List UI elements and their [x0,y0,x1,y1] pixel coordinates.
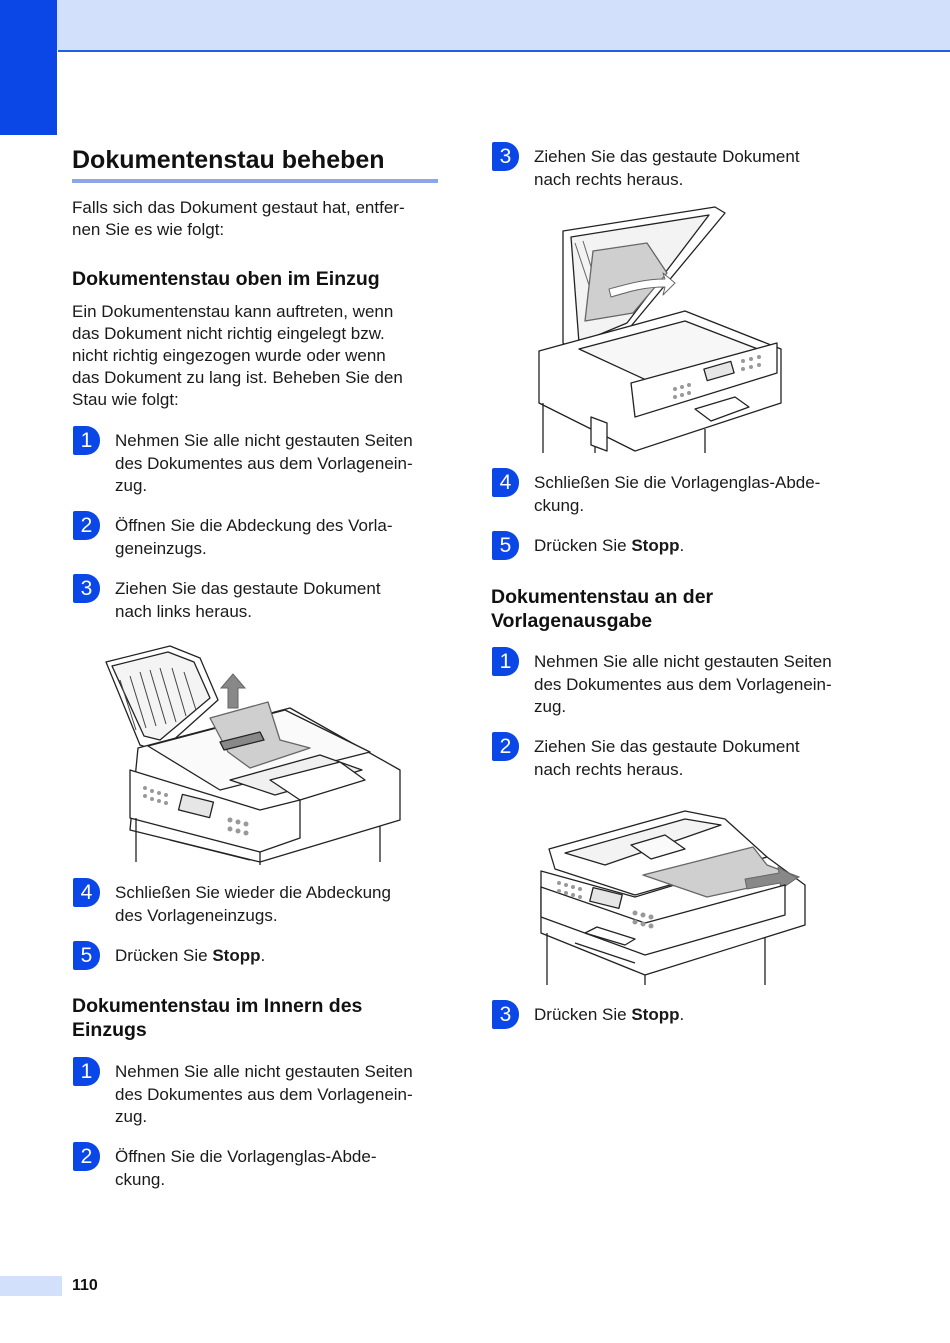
step-badge: 4 [492,468,519,497]
step-badge: 1 [492,647,519,676]
header-band [0,0,950,50]
illustration-adf-open-jam [105,645,401,865]
step-text: Drücken Sie Stopp. [534,1005,685,1024]
step-badge: 3 [492,1000,519,1029]
step-badge: 3 [73,574,100,603]
step-text: Drücken Sie Stopp. [534,536,685,555]
s1-step-1: 1 Nehmen Sie alle nicht gestauten Seiten… [73,426,443,498]
s1-step-2: 2 Öffnen Sie die Abdeckung des Vorla-gen… [73,511,443,560]
page-number: 110 [72,1277,98,1294]
step-badge: 2 [73,1142,100,1171]
step-badge: 3 [492,142,519,171]
s3-step-3: 3 Drücken Sie Stopp. [492,1000,872,1029]
s2-step-2: 2 Öffnen Sie die Vorlagenglas-Abde-ckung… [73,1142,443,1191]
step-text: Schließen Sie die Vorlagenglas-Abde-ckun… [534,473,821,515]
step-text: Öffnen Sie die Abdeckung des Vorla-genei… [115,516,393,558]
chapter-tab [0,0,57,135]
title-underline [72,179,438,183]
step-badge: 2 [492,732,519,761]
step-text: Öffnen Sie die Vorlagenglas-Abde-ckung. [115,1147,377,1189]
illustration-glass-cover-open-jam [538,206,782,453]
step-badge: 2 [73,511,100,540]
s2-step-4: 4 Schließen Sie die Vorlagenglas-Abde-ck… [492,468,872,517]
header-rule [58,50,950,52]
section1-heading: Dokumentenstau oben im Einzug [72,268,380,290]
intro-text: Falls sich das Dokument gestaut hat, ent… [72,198,405,239]
step-badge: 5 [492,531,519,560]
step-badge: 4 [73,878,100,907]
illustration-adf-output-jam [540,810,806,985]
page-title: Dokumentenstau beheben [72,146,385,174]
s2-step-1: 1 Nehmen Sie alle nicht gestauten Seiten… [73,1057,443,1129]
s1-step-5: 5 Drücken Sie Stopp. [73,941,443,970]
step-text: Drücken Sie Stopp. [115,946,266,965]
step-badge: 1 [73,1057,100,1086]
step-badge: 5 [73,941,100,970]
s2-step-5: 5 Drücken Sie Stopp. [492,531,872,560]
footer-band [0,1276,62,1296]
s3-step-1: 1 Nehmen Sie alle nicht gestauten Seiten… [492,647,872,719]
step-badge: 1 [73,426,100,455]
